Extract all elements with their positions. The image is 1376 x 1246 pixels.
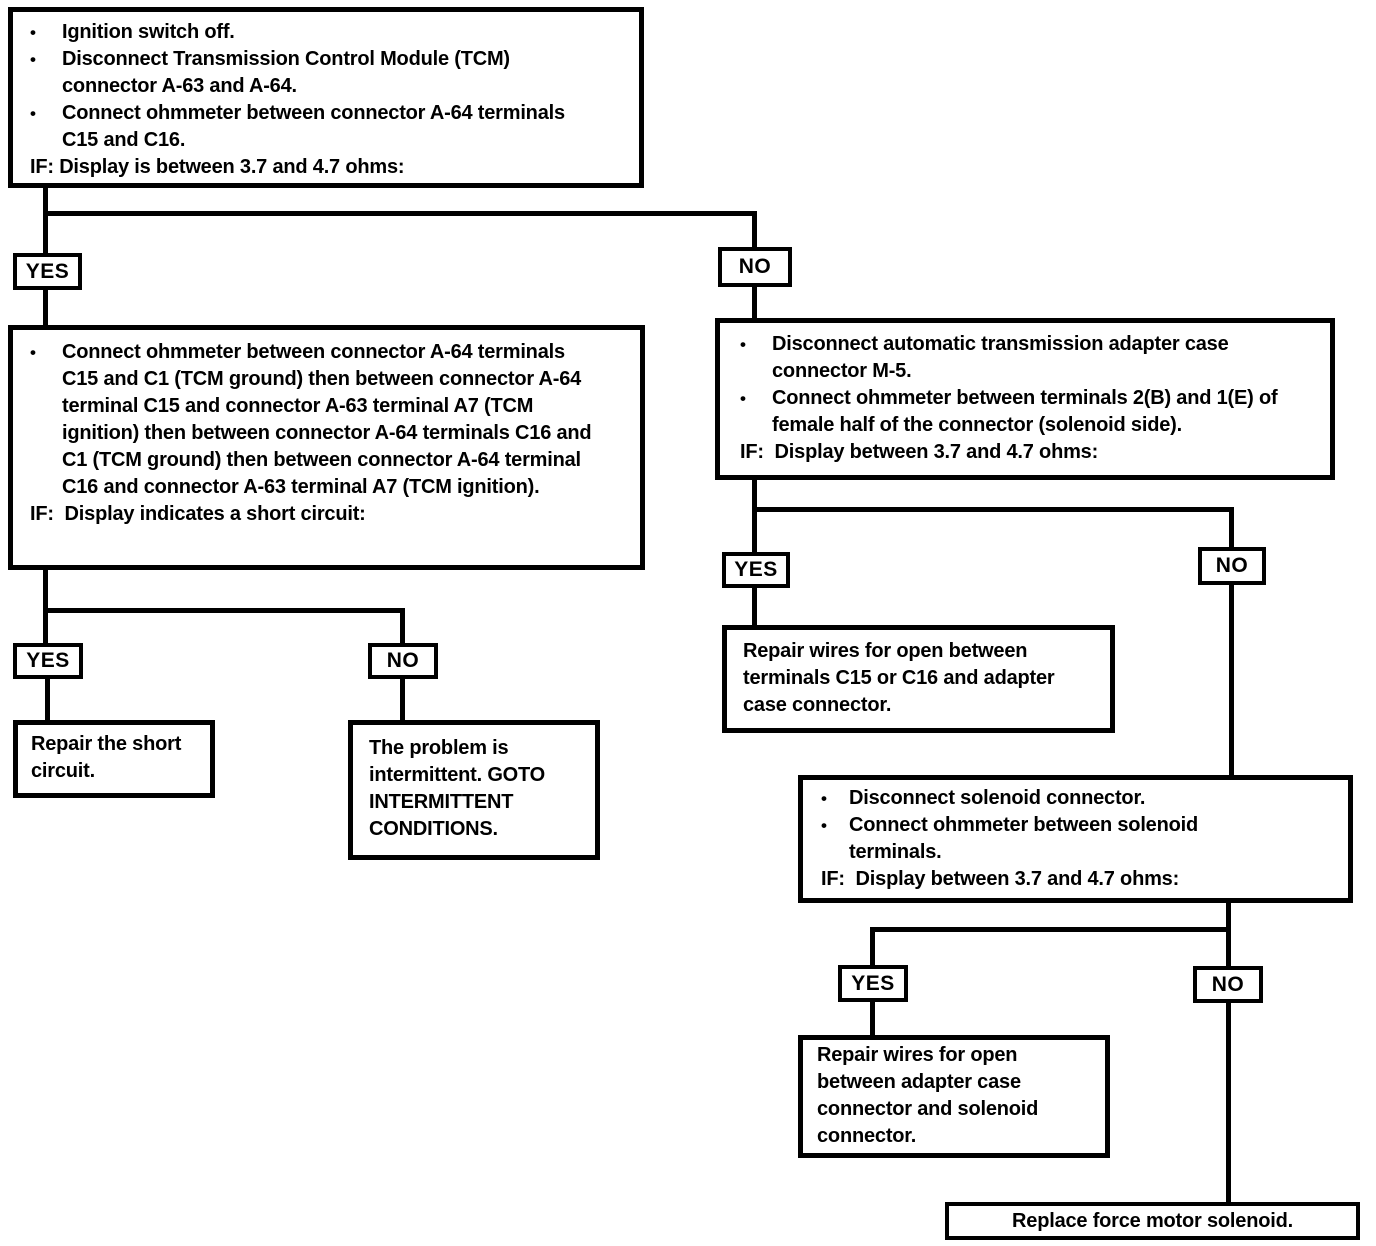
connector-no3-to-solenoid — [1229, 585, 1234, 775]
yes-label-2: YES — [13, 643, 83, 679]
intermittent-goto-target: INTERMITTENT CONDITIONS. — [369, 791, 514, 840]
repair-open-solenoid-node: Repair wires for open between adapter ca… — [798, 1035, 1110, 1158]
bullet-icon: • — [740, 335, 746, 354]
adapter-condition: IF: Display between 3.7 and 4.7 ohms: — [740, 441, 1099, 463]
bullet-icon: • — [30, 50, 36, 69]
connector-yes2-to-repair — [45, 678, 50, 720]
yes-label-1-text: YES — [25, 259, 70, 283]
solenoid-bullet-1: • Disconnect solenoid connector. — [821, 785, 1288, 812]
connector-no4-to-replace — [1226, 1003, 1231, 1202]
bullet-icon: • — [821, 816, 827, 835]
connector-to-yes-2 — [43, 608, 48, 643]
adapter-case-test-node: • Disconnect automatic transmission adap… — [715, 318, 1335, 480]
repair-open-adapter-node: Repair wires for open between terminals … — [722, 625, 1115, 733]
start-bullet-1: • Ignition switch off. — [30, 19, 594, 46]
intermittent-text: The problem is intermittent. GOTO — [369, 737, 546, 786]
connector-to-no-3 — [1229, 507, 1234, 547]
no-label-4: NO — [1193, 966, 1263, 1003]
short-circuit-bullet-1-text: Connect ohmmeter between connector A-64 … — [62, 341, 592, 498]
no-label-4-text: NO — [1211, 972, 1245, 996]
start-node: • Ignition switch off. • Disconnect Tran… — [8, 7, 644, 188]
adapter-bullet-2-text: Connect ohmmeter between terminals 2(B) … — [772, 387, 1278, 436]
bullet-icon: • — [740, 389, 746, 408]
bullet-icon: • — [30, 104, 36, 123]
connector-solenoid-stub — [1226, 903, 1231, 932]
connector-no1-to-test — [752, 287, 757, 318]
connector-split-3 — [752, 507, 1234, 512]
adapter-bullet-1-text: Disconnect automatic transmission adapte… — [772, 333, 1229, 382]
no-label-3: NO — [1198, 547, 1266, 585]
connector-yes4-to-repair — [870, 1002, 875, 1035]
adapter-bullet-2: • Connect ohmmeter between terminals 2(B… — [740, 385, 1311, 439]
solenoid-bullet-2-text: Connect ohmmeter between solenoid termin… — [849, 814, 1199, 863]
bullet-icon: • — [30, 343, 36, 362]
yes-label-3: YES — [722, 552, 790, 588]
connector-yes3-to-repair — [752, 588, 757, 625]
yes-label-4: YES — [838, 965, 908, 1002]
start-condition: IF: Display is between 3.7 and 4.7 ohms: — [30, 156, 405, 178]
yes-label-2-text: YES — [26, 649, 70, 672]
short-circuit-condition: IF: Display indicates a short circuit: — [30, 503, 366, 525]
solenoid-bullet-2: • Connect ohmmeter between solenoid term… — [821, 812, 1288, 866]
solenoid-bullet-1-text: Disconnect solenoid connector. — [849, 787, 1146, 809]
repair-open-adapter-text: Repair wires for open between terminals … — [743, 640, 1055, 716]
connector-test-stub — [43, 570, 48, 613]
start-bullet-1-text: Ignition switch off. — [62, 21, 235, 43]
bullet-icon: • — [821, 789, 827, 808]
connector-to-yes-3 — [752, 507, 757, 552]
repair-short-text: Repair the short circuit. — [31, 733, 182, 782]
replace-solenoid-node: Replace force motor solenoid. — [945, 1202, 1360, 1240]
start-bullet-3-text: Connect ohmmeter between connector A-64 … — [62, 102, 565, 151]
short-circuit-test-node: • Connect ohmmeter between connector A-6… — [8, 325, 645, 570]
start-bullet-3: • Connect ohmmeter between connector A-6… — [30, 100, 594, 154]
bullet-icon: • — [30, 23, 36, 42]
connector-no2-to-intermittent — [400, 678, 405, 720]
no-label-3-text: NO — [1215, 554, 1249, 577]
short-circuit-bullet-1: • Connect ohmmeter between connector A-6… — [30, 339, 595, 501]
connector-to-no-4 — [1226, 927, 1231, 966]
connector-to-no-1 — [752, 211, 757, 247]
connector-adapter-stub — [752, 480, 757, 512]
connector-split-1 — [43, 211, 757, 216]
intermittent-node: The problem is intermittent. GOTO INTERM… — [348, 720, 600, 860]
connector-to-yes-4 — [870, 927, 875, 965]
yes-label-4-text: YES — [851, 971, 895, 995]
yes-label-1: YES — [13, 253, 82, 290]
no-label-2-text: NO — [386, 649, 420, 672]
repair-short-node: Repair the short circuit. — [13, 720, 215, 798]
connector-to-yes-1 — [43, 211, 48, 253]
no-label-1: NO — [718, 247, 792, 287]
start-bullet-2: • Disconnect Transmission Control Module… — [30, 46, 594, 100]
no-label-2: NO — [368, 643, 438, 679]
repair-open-solenoid-text: Repair wires for open between adapter ca… — [817, 1044, 1039, 1147]
connector-split-4 — [870, 927, 1231, 932]
connector-to-no-2 — [400, 608, 405, 643]
solenoid-condition: IF: Display between 3.7 and 4.7 ohms: — [821, 868, 1180, 890]
connector-yes1-to-test — [43, 289, 48, 325]
replace-solenoid-text: Replace force motor solenoid. — [1012, 1209, 1293, 1232]
solenoid-test-node: • Disconnect solenoid connector. • Conne… — [798, 775, 1353, 903]
connector-split-2 — [43, 608, 405, 613]
connector-start-stub — [43, 187, 48, 214]
start-bullet-2-text: Disconnect Transmission Control Module (… — [62, 48, 510, 97]
no-label-1-text: NO — [738, 255, 772, 278]
yes-label-3-text: YES — [734, 558, 778, 581]
adapter-bullet-1: • Disconnect automatic transmission adap… — [740, 331, 1311, 385]
